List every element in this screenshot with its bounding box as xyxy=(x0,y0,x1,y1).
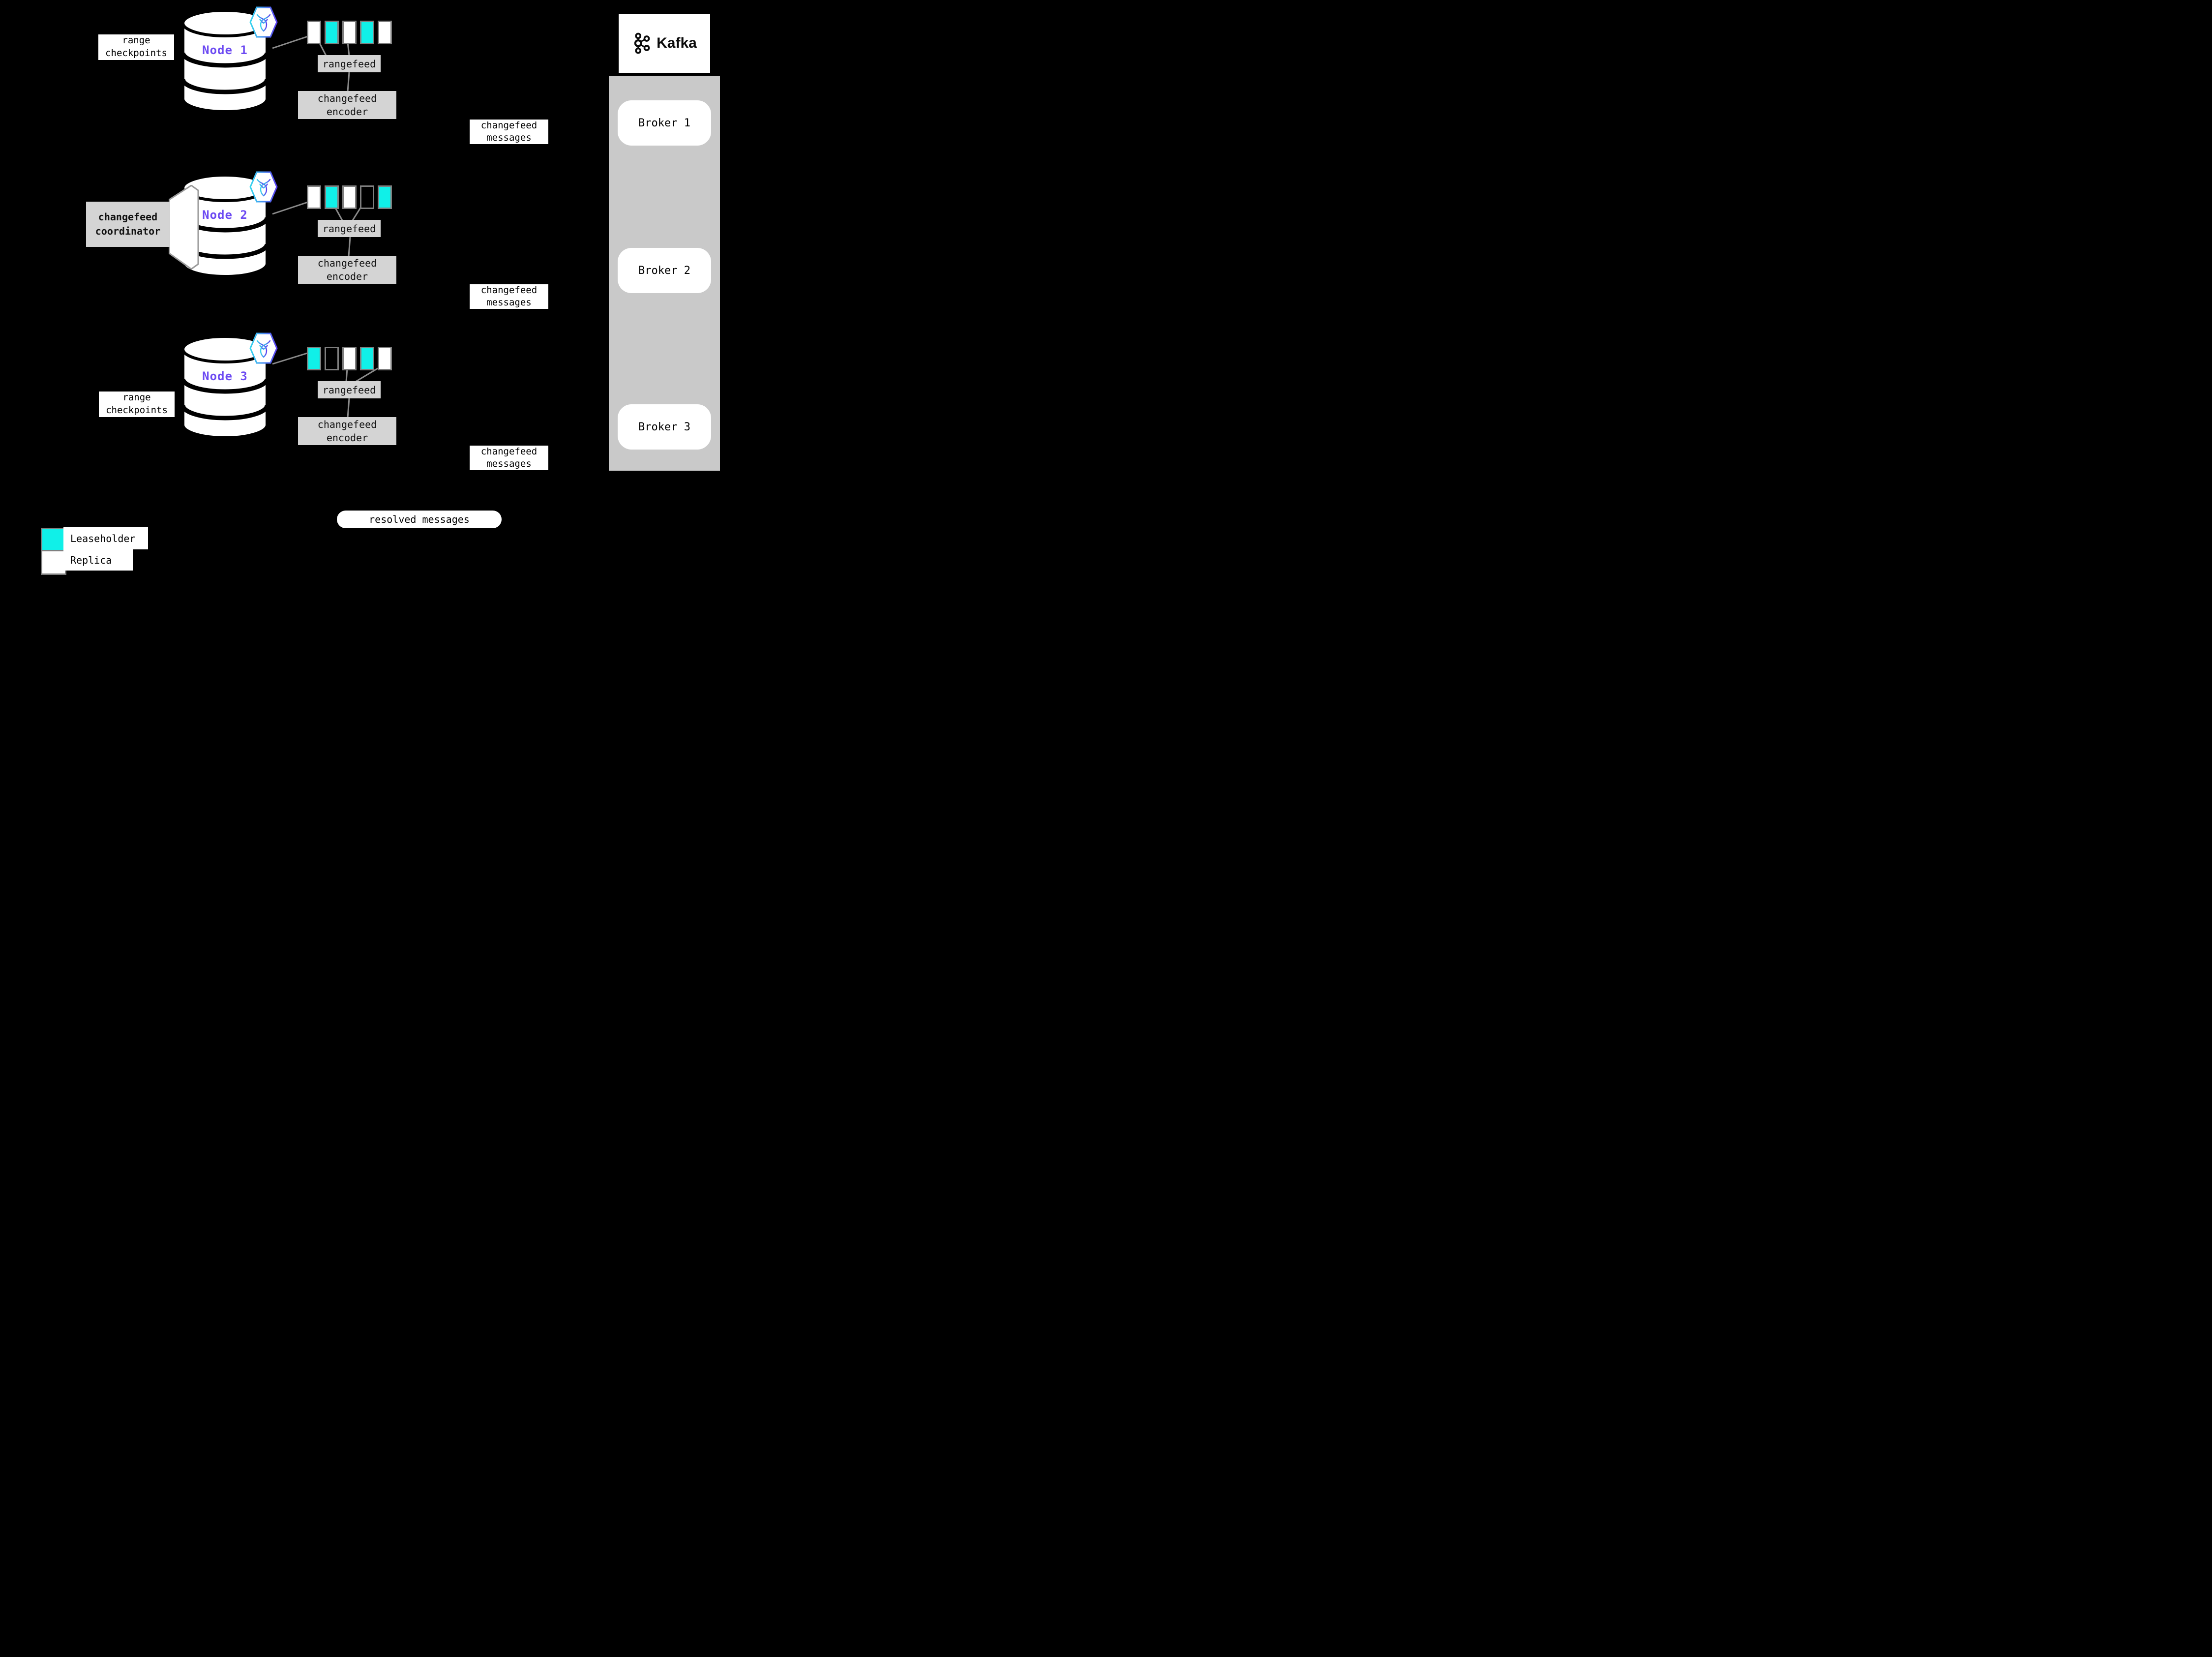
legend-leaseholder-swatch xyxy=(41,528,66,553)
range-boxes xyxy=(307,185,392,209)
changefeed-coordinator-box: changefeed coordinator xyxy=(86,202,170,247)
cockroachdb-logo-icon xyxy=(249,332,278,364)
changefeed-encoder-box: changefeed encoder xyxy=(298,91,396,119)
changefeed-architecture-diagram: Node 1 rangefeed changefeed encoder chan… xyxy=(0,0,771,577)
legend-label: Leaseholder xyxy=(63,527,148,549)
rangefeed-box: rangefeed xyxy=(318,220,381,237)
legend-replica-swatch xyxy=(41,550,66,575)
node-name: Node 3 xyxy=(202,369,248,383)
broker-box: Broker 2 xyxy=(618,248,711,293)
range-box-empty xyxy=(360,185,374,209)
database-cylinder-icon xyxy=(180,9,269,113)
range-box-replica xyxy=(378,21,392,44)
range-box-replica xyxy=(307,21,321,44)
changefeed-messages-label: changefeed messages xyxy=(470,120,548,144)
changefeed-encoder-box: changefeed encoder xyxy=(298,256,396,284)
rangefeed-box: rangefeed xyxy=(318,381,381,398)
range-boxes xyxy=(307,21,392,44)
range-box-leaseholder xyxy=(307,347,321,370)
coordinator-flag-shape xyxy=(169,185,199,270)
cockroachdb-logo-icon xyxy=(249,171,278,203)
kafka-wordmark: Kafka xyxy=(657,35,697,51)
range-box-leaseholder xyxy=(378,185,392,209)
changefeed-messages-label: changefeed messages xyxy=(470,284,548,309)
range-box-replica xyxy=(342,21,357,44)
range-checkpoints-label: range checkpoints xyxy=(98,34,174,60)
resolved-messages-label: resolved messages xyxy=(337,511,502,528)
range-box-leaseholder xyxy=(325,185,339,209)
node-name: Node 1 xyxy=(202,43,248,57)
broker-box: Broker 3 xyxy=(618,404,711,450)
range-box-leaseholder xyxy=(325,21,339,44)
range-checkpoints-label: range checkpoints xyxy=(99,392,175,417)
cockroachdb-logo-icon xyxy=(249,6,278,38)
range-box-leaseholder xyxy=(360,21,374,44)
changefeed-encoder-box: changefeed encoder xyxy=(298,417,396,445)
node-name: Node 2 xyxy=(202,208,248,222)
range-box-replica xyxy=(307,185,321,209)
database-cylinder-icon xyxy=(180,335,269,439)
range-box-replica xyxy=(342,347,357,370)
range-box-leaseholder xyxy=(360,347,374,370)
range-box-replica xyxy=(378,347,392,370)
broker-box: Broker 1 xyxy=(618,100,711,146)
kafka-icon xyxy=(634,32,650,54)
range-boxes xyxy=(307,347,392,370)
legend-label: Replica xyxy=(63,549,133,571)
range-box-empty xyxy=(325,347,339,370)
changefeed-messages-label: changefeed messages xyxy=(470,446,548,470)
range-box-replica xyxy=(342,185,357,209)
kafka-logo: Kafka xyxy=(619,14,710,73)
rangefeed-box: rangefeed xyxy=(318,55,381,72)
